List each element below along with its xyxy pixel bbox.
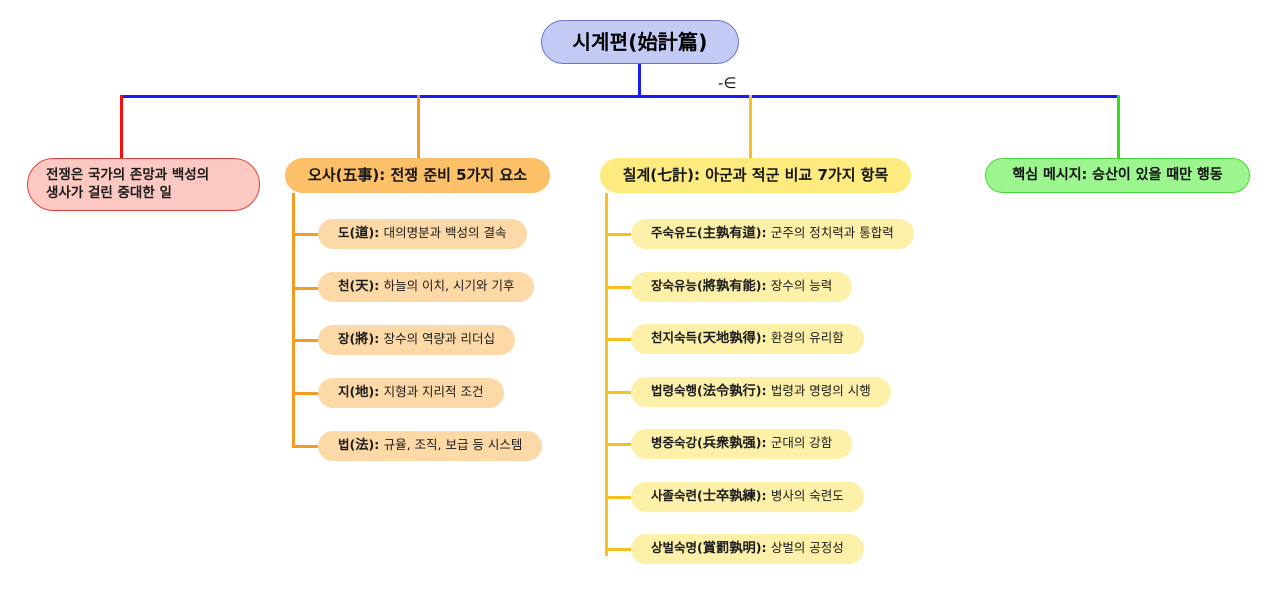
- stub-chilgye-6: [605, 496, 631, 499]
- stub-osa-1: [292, 233, 318, 236]
- osa-child-3-hanja: 將: [355, 332, 369, 348]
- node-osa-head-label: 오사(五事): 전쟁 준비 5가지 요소: [307, 165, 528, 184]
- stub-chilgye-5: [605, 443, 631, 446]
- chilgye-child-1-term: 주숙유도: [651, 225, 698, 241]
- stub-osa-3: [292, 339, 318, 342]
- osa-child-1-hanja: 道: [355, 226, 369, 242]
- chilgye-child-3-hanja: 天地孰得: [702, 331, 756, 347]
- stub-osa-2: [292, 287, 318, 290]
- chilgye-child-1-hanja: 主孰有道: [702, 226, 756, 242]
- chilgye-child-6-term: 사졸숙련: [651, 488, 698, 504]
- node-osa-child-5[interactable]: 법(法): 규율, 조직, 보급 등 시스템: [318, 431, 543, 461]
- chilgye-child-1-desc: 군주의 정치력과 통합력: [770, 225, 894, 241]
- connector-osa: [417, 95, 420, 158]
- osa-child-4-desc: 지형과 지리적 조건: [383, 384, 484, 400]
- root-node[interactable]: 시계편(始計篇): [541, 20, 739, 64]
- stub-chilgye-4: [605, 391, 631, 394]
- chilgye-child-6-desc: 병사의 숙련도: [770, 488, 844, 504]
- node-chilgye-child-1[interactable]: 주숙유도(主孰有道): 군주의 정치력과 통합력: [631, 219, 914, 249]
- osa-child-4-term: 지: [338, 384, 350, 400]
- chilgye-child-7-hanja: 賞罰孰明: [702, 541, 756, 557]
- chilgye-child-6-hanja: 士卒孰練: [702, 489, 756, 505]
- osa-child-2-hanja: 天: [355, 279, 369, 295]
- node-chilgye-child-2[interactable]: 장숙유능(將孰有能): 장수의 능력: [631, 272, 853, 302]
- root-stem: [638, 64, 641, 97]
- node-osa-child-3[interactable]: 장(將): 장수의 역량과 리더십: [318, 325, 516, 355]
- osa-child-3-term: 장: [338, 331, 350, 347]
- stray-glyph: -∈: [718, 74, 737, 92]
- chilgye-child-7-term: 상벌숙명: [651, 540, 698, 556]
- osa-child-4-hanja: 地: [355, 385, 369, 401]
- chilgye-child-5-desc: 군대의 강함: [770, 435, 833, 451]
- node-chilgye-child-6[interactable]: 사졸숙련(士卒孰練): 병사의 숙련도: [631, 482, 864, 512]
- chilgye-child-3-term: 천지숙득: [651, 330, 698, 346]
- spine-osa: [292, 193, 295, 448]
- chilgye-child-2-hanja: 將孰有能: [702, 279, 756, 295]
- chilgye-child-2-term: 장숙유능: [651, 278, 698, 294]
- node-chilgye-child-7[interactable]: 상벌숙명(賞罰孰明): 상벌의 공정성: [631, 534, 864, 564]
- osa-child-5-desc: 규율, 조직, 보급 등 시스템: [383, 437, 523, 453]
- stub-osa-5: [292, 445, 318, 448]
- osa-child-3-desc: 장수의 역량과 리더십: [383, 331, 496, 347]
- main-bus: [120, 95, 1119, 98]
- stub-chilgye-1: [605, 233, 631, 236]
- node-message-label: 핵심 메시지: 승산이 있을 때만 행동: [1012, 167, 1223, 184]
- osa-child-1-term: 도: [338, 225, 350, 241]
- stub-chilgye-7: [605, 548, 631, 551]
- node-warning-label: 전쟁은 국가의 존망과 백성의 생사가 걸린 중대한 일: [46, 166, 210, 201]
- chilgye-child-4-hanja: 法令孰行: [702, 384, 756, 400]
- node-chilgye-child-4[interactable]: 법령숙행(法令孰行): 법령과 명령의 시행: [631, 377, 891, 407]
- node-message[interactable]: 핵심 메시지: 승산이 있을 때만 행동: [985, 158, 1250, 193]
- node-chilgye-child-3[interactable]: 천지숙득(天地孰得): 환경의 유리함: [631, 324, 864, 354]
- osa-child-1-desc: 대의명분과 백성의 결속: [383, 225, 507, 241]
- node-osa-child-2[interactable]: 천(天): 하늘의 이치, 시기와 기후: [318, 272, 535, 302]
- chilgye-child-3-desc: 환경의 유리함: [770, 330, 844, 346]
- osa-child-5-term: 법: [338, 437, 350, 453]
- chilgye-child-5-hanja: 兵衆孰强: [702, 436, 756, 452]
- node-chilgye-child-5[interactable]: 병중숙강(兵衆孰强): 군대의 강함: [631, 429, 853, 459]
- chilgye-child-2-desc: 장수의 능력: [770, 278, 833, 294]
- stub-osa-4: [292, 392, 318, 395]
- connector-message: [1117, 95, 1120, 158]
- node-chilgye-head[interactable]: 칠계(七計): 아군과 적군 비교 7가지 항목: [600, 158, 911, 193]
- chilgye-child-4-term: 법령숙행: [651, 383, 698, 399]
- node-osa-head[interactable]: 오사(五事): 전쟁 준비 5가지 요소: [285, 158, 550, 193]
- root-node-label: 시계편(始計篇): [572, 29, 708, 54]
- stub-chilgye-3: [605, 338, 631, 341]
- stub-chilgye-2: [605, 286, 631, 289]
- osa-child-5-hanja: 法: [355, 438, 369, 454]
- chilgye-child-7-desc: 상벌의 공정성: [770, 540, 844, 556]
- osa-child-2-term: 천: [338, 278, 350, 294]
- spine-chilgye: [605, 193, 608, 556]
- chilgye-child-4-desc: 법령과 명령의 시행: [770, 383, 871, 399]
- chilgye-child-5-term: 병중숙강: [651, 435, 698, 451]
- connector-warning: [120, 95, 123, 158]
- node-osa-child-4[interactable]: 지(地): 지형과 지리적 조건: [318, 378, 504, 408]
- node-osa-child-1[interactable]: 도(道): 대의명분과 백성의 결속: [318, 219, 527, 249]
- node-chilgye-head-label: 칠계(七計): 아군과 적군 비교 7가지 항목: [622, 165, 889, 184]
- osa-child-2-desc: 하늘의 이치, 시기와 기후: [383, 278, 515, 294]
- connector-chilgye: [749, 95, 752, 158]
- node-warning[interactable]: 전쟁은 국가의 존망과 백성의 생사가 걸린 중대한 일: [27, 158, 260, 211]
